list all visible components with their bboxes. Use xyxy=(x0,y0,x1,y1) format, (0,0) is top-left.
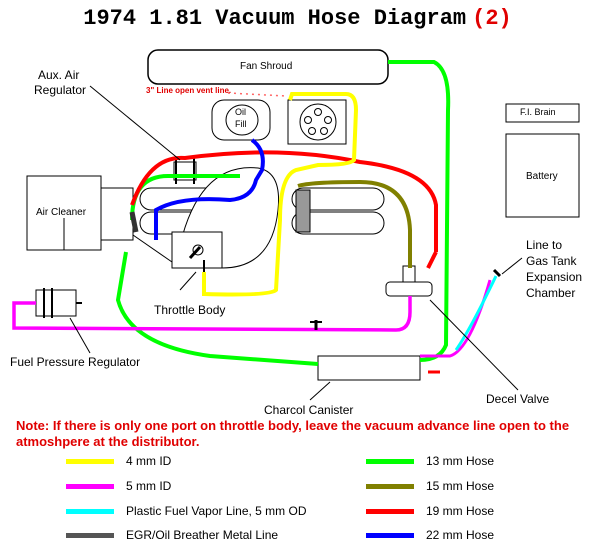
legend-swatch-1 xyxy=(66,484,114,489)
air-cleaner-label: Air Cleaner xyxy=(36,207,87,218)
note-text: Note: If there is only one port on throt… xyxy=(16,418,570,449)
legend-label-5: 15 mm Hose xyxy=(426,479,495,493)
aux-air-label-1: Aux. Air xyxy=(38,68,80,82)
hose-green-canister xyxy=(115,251,319,366)
legend-swatch-2 xyxy=(66,509,114,514)
fuel-pressure-regulator xyxy=(35,289,77,317)
battery-box xyxy=(505,133,580,218)
hose-blue xyxy=(154,138,265,240)
legend-label-2: Plastic Fuel Vapor Line, 5 mm OD xyxy=(126,504,307,518)
legend-swatch-7 xyxy=(366,533,414,538)
legend-label-6: 19 mm Hose xyxy=(426,504,495,518)
legend-label-1: 5 mm ID xyxy=(126,479,172,493)
fi-brain-label: F.I. Brain xyxy=(520,107,556,117)
throttle-body-label: Throttle Body xyxy=(154,303,226,317)
legend-swatch-4 xyxy=(366,459,414,464)
legend-swatch-3 xyxy=(66,533,114,538)
title-text: 1974 1.81 Vacuum Hose Diagram xyxy=(83,6,467,31)
charcoal-canister-label: Charcol Canister xyxy=(264,403,354,417)
legend-swatch-0 xyxy=(66,459,114,464)
gas-tank-label-3: Expansion xyxy=(526,270,583,284)
aux-air-label-2: Regulator xyxy=(34,83,87,97)
fi-brain-box xyxy=(505,103,580,123)
hose-cyan xyxy=(454,275,498,351)
egr-breather-line xyxy=(129,211,139,233)
intake-runner-3 xyxy=(291,187,385,211)
legend-label-7: 22 mm Hose xyxy=(426,528,495,542)
fan-shroud-box xyxy=(147,49,389,85)
decel-valve xyxy=(385,281,433,297)
air-cleaner-snout xyxy=(100,187,134,241)
hose-olive xyxy=(297,179,412,268)
decel-valve-label: Decel Valve xyxy=(486,392,550,406)
oil-fill-cap xyxy=(225,104,259,136)
legend-label-3: EGR/Oil Breather Metal Line xyxy=(126,528,279,542)
vent-line-label: 3" Line open vent line. xyxy=(146,86,232,95)
gas-tank-label-1: Line to xyxy=(526,238,563,252)
legend-swatch-5 xyxy=(366,484,414,489)
legend-label-4: 13 mm Hose xyxy=(426,454,495,468)
oil-fill-label-2: Fill xyxy=(235,119,247,129)
hose-yellow xyxy=(202,92,359,297)
hose-magenta xyxy=(12,296,412,332)
oil-fill-label-1: Oil xyxy=(235,107,246,117)
gas-tank-label-2: Gas Tank xyxy=(526,254,577,268)
hose-red xyxy=(130,150,438,252)
title-suffix: (2) xyxy=(472,6,512,31)
fan-shroud-label: Fan Shroud xyxy=(240,61,293,72)
fuel-pressure-label: Fuel Pressure Regulator xyxy=(10,355,141,369)
intake-runner-4 xyxy=(291,211,385,235)
legend-swatch-6 xyxy=(366,509,414,514)
page-title: 1974 1.81 Vacuum Hose Diagram(2) xyxy=(0,6,595,31)
hose-green-fan xyxy=(388,60,451,362)
charcoal-canister xyxy=(317,355,421,381)
battery-label: Battery xyxy=(526,171,558,182)
gas-tank-label-4: Chamber xyxy=(526,286,576,300)
legend-label-0: 4 mm ID xyxy=(126,454,172,468)
